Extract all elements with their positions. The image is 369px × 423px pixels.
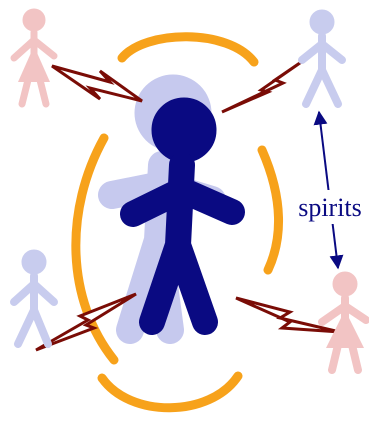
spirits-label: spirits [298,193,362,222]
